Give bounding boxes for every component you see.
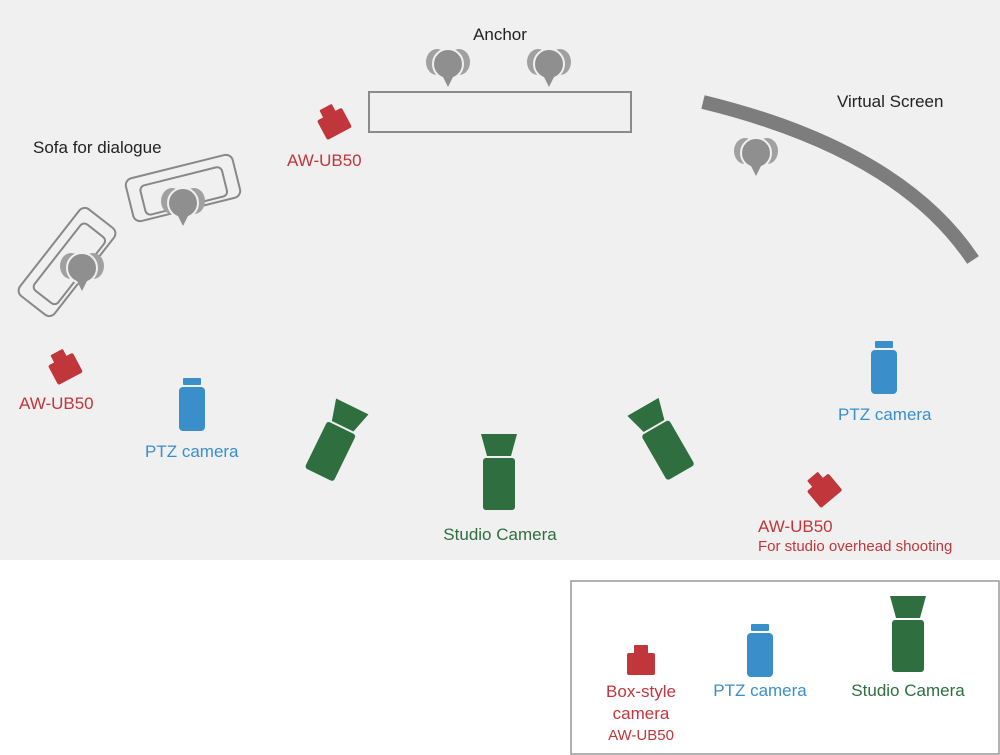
ptz-right-label: PTZ camera <box>838 405 932 424</box>
ub50-left-label: AW-UB50 <box>19 394 94 413</box>
anchor-label: Anchor <box>473 25 527 44</box>
legend-box-label-line3: AW-UB50 <box>608 727 674 744</box>
studio-camera-center-icon <box>481 434 517 510</box>
virtual-screen-label: Virtual Screen <box>837 92 944 111</box>
ptz-left-label: PTZ camera <box>145 442 239 461</box>
ub50-right-note: For studio overhead shooting <box>758 538 953 555</box>
sofa-label: Sofa for dialogue <box>33 138 162 157</box>
legend-studio-camera-icon <box>890 596 926 672</box>
anchor-desk <box>368 91 632 133</box>
ub50-right-label: AW-UB50 <box>758 517 833 536</box>
virtual-screen-arc <box>701 95 979 264</box>
studio-camera-label: Studio Camera <box>443 525 557 544</box>
ub50-top-label: AW-UB50 <box>287 151 362 170</box>
legend-ptz-label: PTZ camera <box>713 681 807 700</box>
legend-studio-label: Studio Camera <box>851 681 965 700</box>
legend-box-label-line1: Box-style <box>606 682 676 701</box>
legend-box-label-line2: camera <box>612 704 670 723</box>
